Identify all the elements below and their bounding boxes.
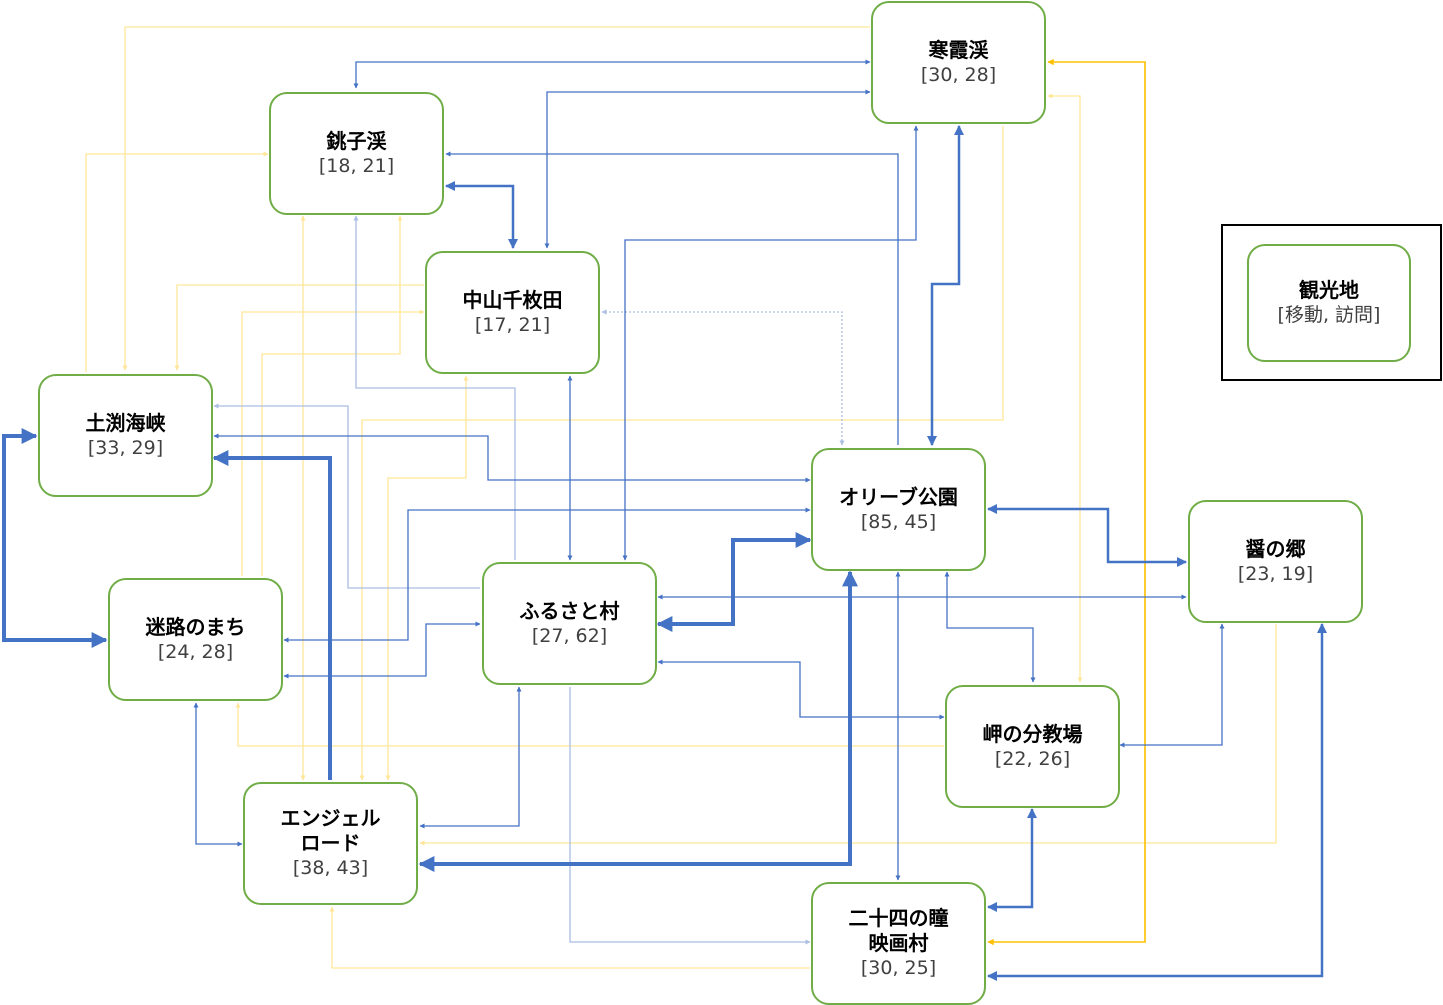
node-meiro[interactable]: 迷路のまち [24, 28]: [108, 578, 283, 701]
node-value: [27, 62]: [531, 624, 608, 647]
edge-choshi-nakayama: [445, 181, 518, 249]
node-name: オリーブ公園: [839, 484, 958, 509]
legend-node: 観光地 [移動, 訪問]: [1247, 244, 1411, 362]
legend-value: [移動, 訪問]: [1277, 304, 1381, 326]
node-value: [30, 28]: [920, 63, 997, 86]
edge-furusato-nijushi: [569, 687, 811, 945]
edge-olive-hishio: [987, 504, 1187, 567]
node-olive[interactable]: オリーブ公園 [85, 45]: [811, 448, 986, 571]
node-tonosho[interactable]: 土渕海峡 [33, 29]: [38, 374, 213, 497]
node-nakayama[interactable]: 中山千枚田 [17, 21]: [425, 251, 600, 374]
edge-kankake-olive: [927, 125, 964, 446]
edge-furusato-misaki: [657, 659, 945, 720]
node-name: 銚子渓: [326, 128, 387, 153]
node-name: 迷路のまち: [145, 614, 246, 639]
node-angel[interactable]: エンジェル ロード [38, 43]: [243, 782, 418, 905]
edge-hishio-nijushi: [987, 623, 1327, 981]
edge-nakayama-kankake: [544, 89, 871, 249]
edge-choshi-kankake: [353, 59, 871, 89]
edge-kankake-tonosho: [122, 26, 870, 371]
node-value: [85, 45]: [860, 510, 937, 533]
node-name: エンジェル ロード: [280, 806, 381, 855]
node-name: 二十四の瞳 映画村: [848, 906, 949, 955]
edge-furusato-olive: [656, 532, 812, 632]
edge-furusato-kankake: [622, 125, 919, 561]
node-value: [30, 25]: [860, 957, 937, 979]
legend-name: 観光地: [1299, 278, 1359, 302]
node-value: [17, 21]: [474, 313, 551, 336]
edge-meiro-angel: [193, 702, 243, 847]
node-name: 寒霞渓: [928, 37, 989, 62]
node-value: [22, 26]: [994, 747, 1071, 770]
node-nijushi[interactable]: 二十四の瞳 映画村 [30, 25]: [811, 882, 986, 1005]
node-misaki[interactable]: 岬の分教場 [22, 26]: [945, 685, 1120, 808]
node-value: [18, 21]: [318, 154, 395, 177]
edge-meiro-furusato: [283, 621, 481, 679]
node-furusato[interactable]: ふるさと村 [27, 62]: [482, 562, 657, 685]
edge-misaki-meiro: [235, 702, 944, 747]
edge-angel-tonosho: [212, 450, 332, 780]
node-name: 中山千枚田: [462, 287, 563, 312]
edge-misaki-hishio: [1119, 623, 1225, 748]
edge-nijushi-kankake: [987, 58, 1146, 946]
edge-nijushi-angel: [329, 906, 810, 969]
node-name: ふるさと村: [519, 598, 620, 623]
node-name: 醤の郷: [1245, 536, 1306, 561]
node-hishio[interactable]: 醤の郷 [23, 19]: [1188, 500, 1363, 623]
edge-misaki-nijushi: [987, 808, 1037, 912]
edge-furusato-tonosho: [213, 403, 480, 589]
edge-nakayama-tonosho: [174, 284, 424, 371]
node-name: 土渕海峡: [85, 410, 166, 435]
node-value: [24, 28]: [157, 640, 234, 663]
edge-olive-angel: [418, 570, 858, 872]
node-value: [23, 19]: [1237, 562, 1314, 585]
node-value: [33, 29]: [87, 436, 164, 459]
node-kankake[interactable]: 寒霞渓 [30, 28]: [871, 1, 1046, 124]
edge-tonosho-olive: [213, 433, 811, 483]
node-name: 岬の分教場: [982, 721, 1083, 746]
node-choshi[interactable]: 銚子渓 [18, 21]: [269, 92, 444, 215]
edge-kankake-misaki: [1047, 93, 1083, 683]
edge-olive-misaki: [944, 571, 1036, 683]
node-value: [38, 43]: [292, 857, 369, 879]
edge-olive-nakayama: [601, 309, 845, 446]
edge-furusato-angel: [419, 686, 522, 829]
edge-meiro-nakayama: [241, 309, 425, 576]
edge-tonosho-meiro: [2, 428, 108, 648]
edge-tonosho-choshi: [85, 151, 269, 372]
